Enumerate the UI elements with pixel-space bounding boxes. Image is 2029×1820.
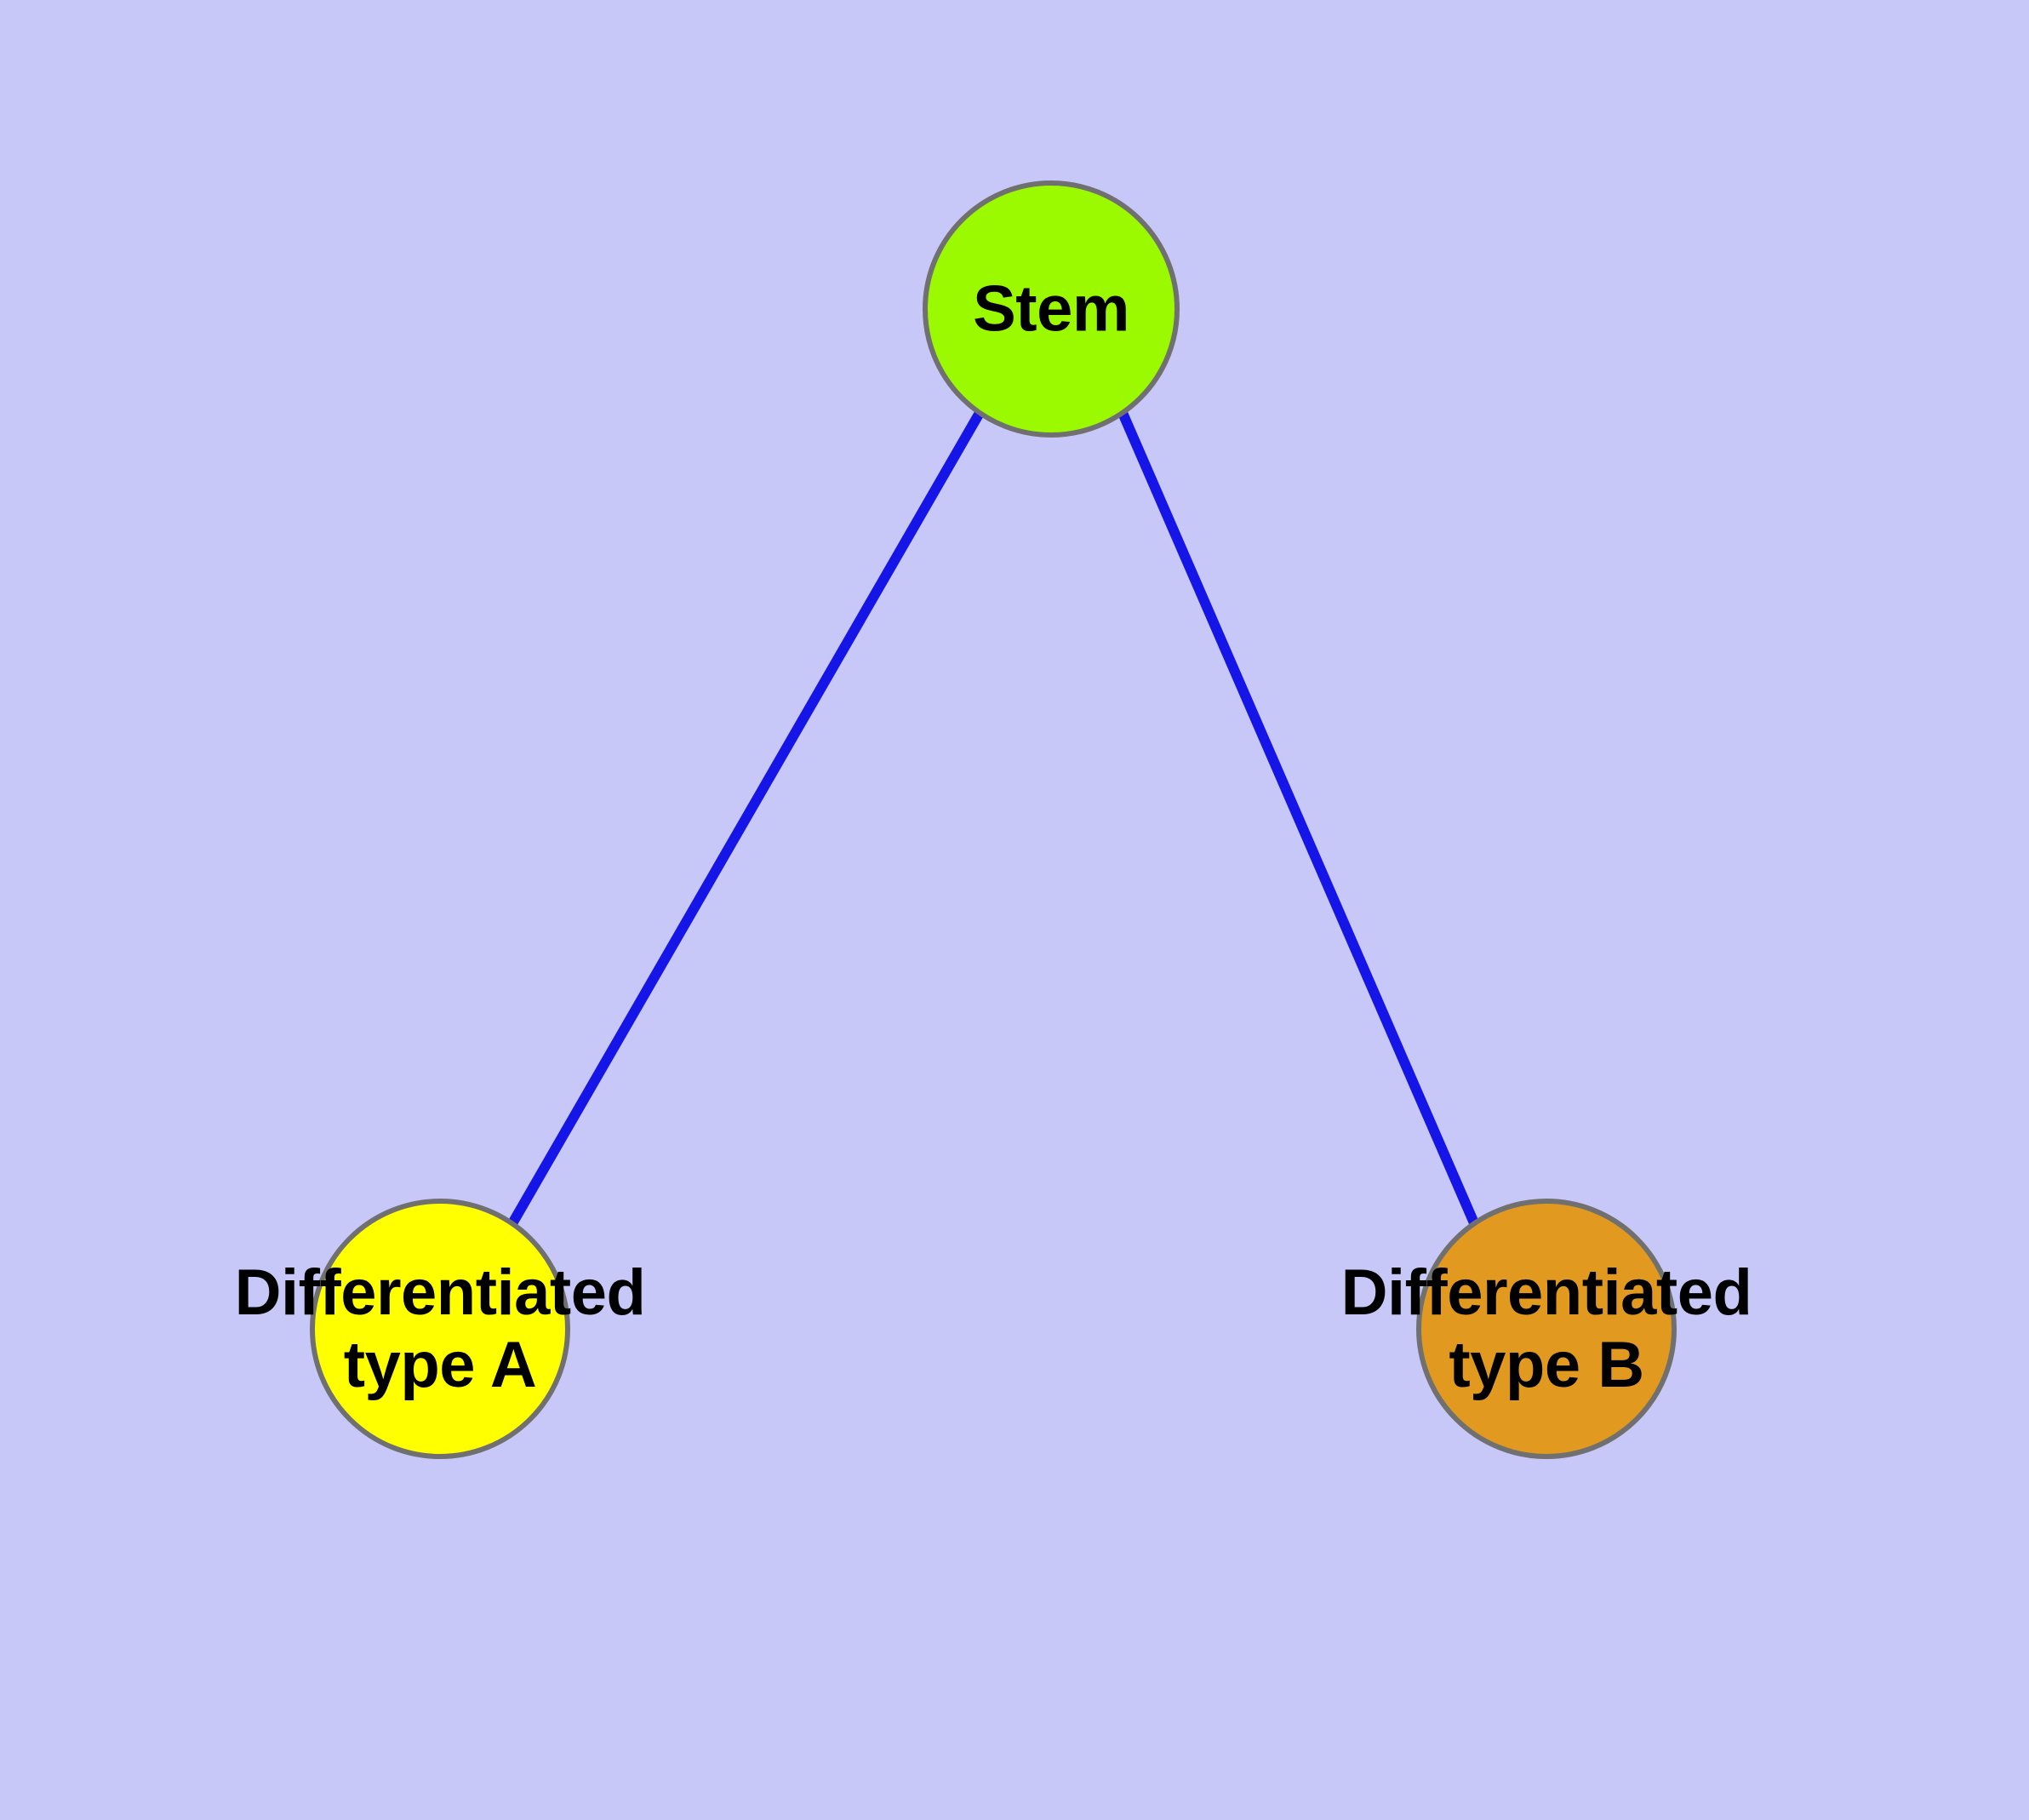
node-circle-stem[interactable] [923,180,1180,438]
node-circle-diff-b[interactable] [1416,1199,1677,1459]
edge-stem-to-diff-b[interactable] [1117,410,1480,1228]
node-circle-diff-a[interactable] [310,1199,570,1459]
nodes-group [310,180,1677,1459]
edge-stem-to-diff-a[interactable] [506,410,985,1228]
edges-group [506,410,1480,1228]
